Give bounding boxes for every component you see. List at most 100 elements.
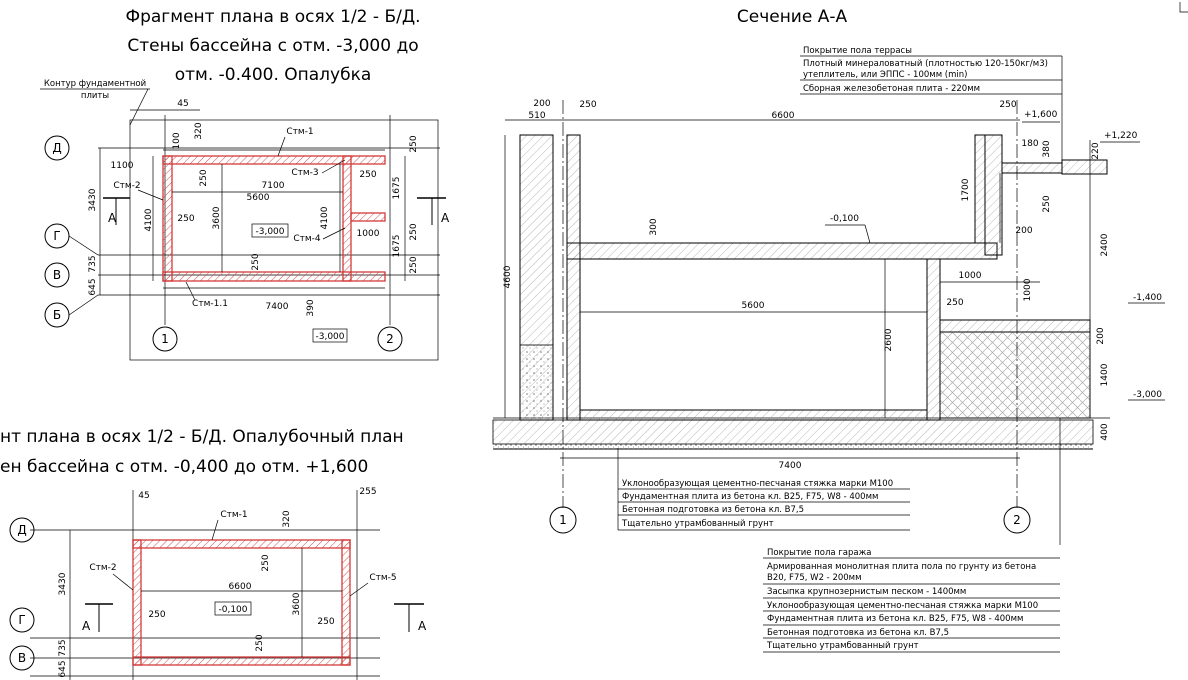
svg-text:200: 200 xyxy=(1096,327,1106,344)
svg-text:Г: Г xyxy=(18,613,25,627)
plan1-contour-label-2: плиты xyxy=(81,91,109,101)
svg-text:А: А xyxy=(108,211,117,225)
elevation-minus0100: -0,100 xyxy=(825,214,871,244)
svg-text:250: 250 xyxy=(261,554,271,571)
svg-text:390: 390 xyxy=(306,299,316,316)
svg-text:Уклонообразующая цементно-песч: Уклонообразующая цементно-песчаная стяжк… xyxy=(622,479,893,489)
svg-text:1000: 1000 xyxy=(959,271,982,281)
svg-text:2400: 2400 xyxy=(1100,233,1110,256)
plan2-axis-bubble-g: Г xyxy=(9,607,35,633)
svg-text:Сборная железобетоная плита -: Сборная железобетоная плита - 220мм xyxy=(803,84,980,94)
svg-text:утеплитель, или ЭППС - 100мм (: утеплитель, или ЭППС - 100мм (min) xyxy=(803,70,967,80)
svg-text:45: 45 xyxy=(138,491,149,501)
svg-text:Бетонная подготовка из бетона: Бетонная подготовка из бетона кл. B7,5 xyxy=(622,505,804,515)
svg-text:250: 250 xyxy=(409,223,419,240)
pool-walls-plan2 xyxy=(132,539,351,666)
axis-bubble-1: 1 xyxy=(152,326,178,352)
svg-text:Д: Д xyxy=(17,523,26,537)
svg-text:-1,400: -1,400 xyxy=(1133,293,1162,303)
section-title: Сечение А-А xyxy=(737,7,848,27)
wall-label-stm3: Стм-3 xyxy=(291,168,318,178)
svg-text:645: 645 xyxy=(88,278,98,295)
svg-text:255: 255 xyxy=(359,487,376,497)
plan1-elevation-inner: -3,000 xyxy=(255,227,284,237)
svg-text:6600: 6600 xyxy=(772,111,795,121)
plan1-title-line1: Фрагмент плана в осях 1/2 - Б/Д. xyxy=(125,7,420,27)
section-mark-right: А xyxy=(417,197,450,225)
svg-text:Армированная монолитная плита: Армированная монолитная плита пола по гр… xyxy=(767,562,1036,572)
svg-text:250: 250 xyxy=(1042,195,1052,212)
section-axis-bubble-2: 2 xyxy=(1003,506,1031,534)
svg-text:В: В xyxy=(18,651,26,665)
svg-text:В: В xyxy=(53,268,61,282)
plan1-title-line3: отм. -0.400. Опалубка xyxy=(175,65,372,85)
svg-text:200: 200 xyxy=(533,99,550,109)
svg-text:Покрытие пола гаража: Покрытие пола гаража xyxy=(767,548,872,558)
axis-bubble-v: В xyxy=(44,262,70,288)
svg-text:1000: 1000 xyxy=(357,229,380,239)
svg-text:510: 510 xyxy=(528,111,545,121)
svg-text:250: 250 xyxy=(359,170,376,180)
svg-text:1100: 1100 xyxy=(111,161,134,171)
plan2-axis-bubble-d: Д xyxy=(9,517,35,543)
foundation-contour xyxy=(129,119,439,361)
svg-text:250: 250 xyxy=(255,634,265,651)
svg-text:Фундаментная плита из бетона к: Фундаментная плита из бетона кл. B25, F7… xyxy=(622,492,878,502)
terrace-notes: Покрытие пола террасы Плотный минералова… xyxy=(800,46,1063,160)
elevation-minus1400: -1,400 xyxy=(1128,293,1165,304)
svg-text:Бетонная подготовка из бетона: Бетонная подготовка из бетона кл. B7,5 xyxy=(767,628,949,638)
svg-text:380: 380 xyxy=(1042,140,1052,157)
wall-label-stm2: Стм-2 xyxy=(113,181,140,191)
svg-text:Г: Г xyxy=(53,229,60,243)
svg-text:250: 250 xyxy=(251,253,261,270)
elevation-plus1600: +1,600 xyxy=(1022,110,1060,123)
svg-text:Уклонообразующая цементно-песч: Уклонообразующая цементно-песчаная стяжк… xyxy=(767,601,1038,611)
plan1-title-line2: Стены бассейна с отм. -3,000 до xyxy=(127,36,418,56)
plan2-title-line1: нт плана в осях 1/2 - Б/Д. Опалубочный п… xyxy=(0,427,404,447)
plan2-wall-label-stm5: Стм-5 xyxy=(369,573,396,583)
svg-text:1700: 1700 xyxy=(961,178,971,201)
svg-text:1: 1 xyxy=(161,332,169,346)
plan2-title-line2: ен бассейна с отм. -0,400 до отм. +1,600 xyxy=(0,457,368,477)
svg-text:250: 250 xyxy=(409,135,419,152)
svg-text:400: 400 xyxy=(1100,423,1110,440)
svg-text:5600: 5600 xyxy=(742,301,765,311)
svg-text:Покрытие пола террасы: Покрытие пола террасы xyxy=(803,46,912,56)
svg-text:+1,220: +1,220 xyxy=(1104,131,1138,141)
svg-text:200: 200 xyxy=(1015,226,1032,236)
svg-text:250: 250 xyxy=(199,169,209,186)
axis-bubble-d: Д xyxy=(44,135,70,161)
svg-text:4600: 4600 xyxy=(503,265,513,288)
svg-text:735: 735 xyxy=(58,639,68,656)
wall-label-stm4: Стм-4 xyxy=(293,234,321,244)
plan2-wall-label-stm1: Стм-1 xyxy=(220,510,247,520)
axis-bubble-g: Г xyxy=(44,223,70,249)
plan2-axis-bubble-v: В xyxy=(9,645,35,671)
foundation-notes: Уклонообразующая цементно-песчаная стяжк… xyxy=(617,448,910,531)
svg-text:3600: 3600 xyxy=(212,206,222,229)
elevation-minus3000: -3,000 xyxy=(1128,390,1165,401)
svg-text:100: 100 xyxy=(172,132,182,149)
svg-text:180: 180 xyxy=(1021,139,1038,149)
svg-text:2600: 2600 xyxy=(884,328,894,351)
svg-text:7400: 7400 xyxy=(266,302,289,312)
pool-walls-plan1 xyxy=(162,155,386,282)
svg-text:А: А xyxy=(441,211,450,225)
svg-text:1000: 1000 xyxy=(1023,278,1033,301)
svg-text:220: 220 xyxy=(1091,142,1101,159)
axis-bubble-2: 2 xyxy=(377,326,403,352)
svg-text:2: 2 xyxy=(1013,513,1021,527)
svg-text:Б: Б xyxy=(53,308,61,322)
svg-text:250: 250 xyxy=(148,610,165,620)
plan2-wall-label-stm2: Стм-2 xyxy=(89,563,116,573)
svg-text:Тщательно утрамбованный грунт: Тщательно утрамбованный грунт xyxy=(621,519,774,529)
section-mark-left: А xyxy=(103,197,130,225)
svg-text:B20, F75, W2 - 200мм: B20, F75, W2 - 200мм xyxy=(767,573,862,583)
svg-text:735: 735 xyxy=(88,255,98,272)
svg-text:4100: 4100 xyxy=(320,206,330,229)
svg-text:250: 250 xyxy=(946,298,963,308)
plan2-section-mark-left: А xyxy=(82,603,113,633)
svg-text:А: А xyxy=(418,619,427,633)
